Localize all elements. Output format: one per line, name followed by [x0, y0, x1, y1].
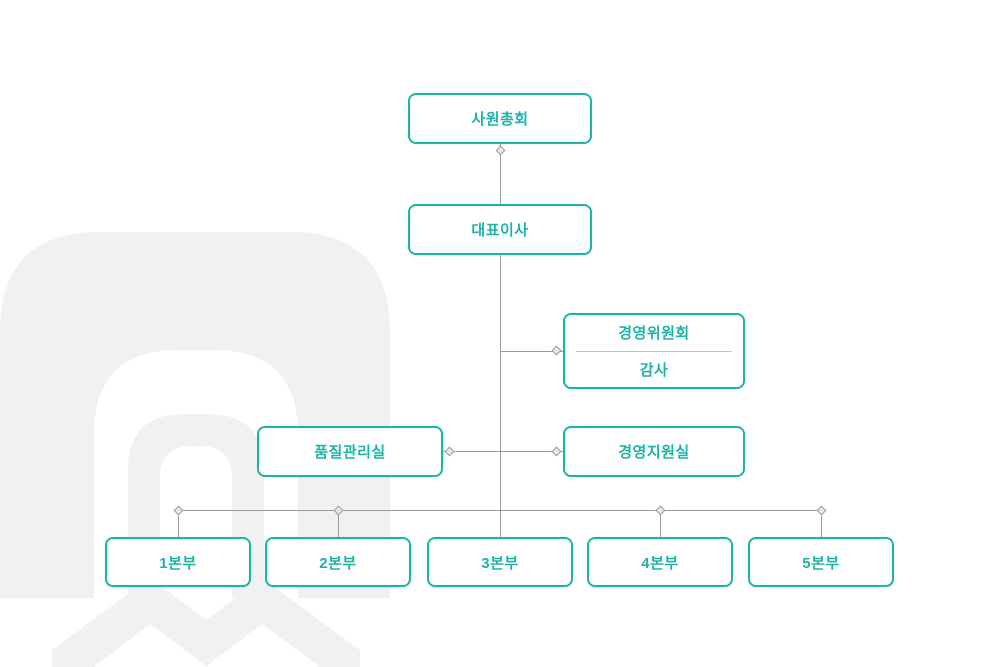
node-label: 5본부: [802, 554, 840, 572]
node-label: 품질관리실: [314, 444, 386, 461]
node-committee-audit: 경영위원회 감사: [563, 313, 745, 389]
junction-diamond: [551, 446, 562, 457]
connector-divisions-bus: [178, 510, 821, 511]
junction-diamond: [444, 446, 455, 457]
node-division3: 3본부: [427, 537, 573, 587]
node-label: 대표이사: [471, 222, 529, 239]
node-label: 3본부: [481, 554, 519, 572]
junction-diamond: [816, 505, 827, 516]
node-label: 경영지원실: [618, 444, 690, 461]
connector-quality-support: [443, 451, 563, 452]
node-general-meeting: 사원총회: [408, 93, 592, 144]
node-quality-office: 품질관리실: [257, 426, 443, 477]
node-division1: 1본부: [105, 537, 251, 587]
junction-diamond: [495, 145, 506, 156]
node-division4: 4본부: [587, 537, 733, 587]
node-division5: 5본부: [748, 537, 894, 587]
junction-diamond: [173, 505, 184, 516]
junction-diamond: [333, 505, 344, 516]
node-label: 2본부: [319, 554, 357, 572]
node-support-office: 경영지원실: [563, 426, 745, 477]
connector-trunk: [500, 255, 501, 537]
node-division2: 2본부: [265, 537, 411, 587]
connector-to-committee: [500, 351, 563, 352]
node-ceo: 대표이사: [408, 204, 592, 255]
node-label: 1본부: [159, 554, 197, 572]
node-label: 사원총회: [471, 111, 529, 128]
junction-diamond: [551, 345, 562, 356]
node-label: 경영위원회: [618, 325, 690, 343]
junction-diamond: [655, 505, 666, 516]
node-label: 4본부: [641, 554, 679, 572]
node-label: 감사: [639, 361, 669, 379]
connector-drop-division4: [660, 510, 661, 537]
connector-drop-division5: [821, 510, 822, 537]
connector-meeting-ceo: [500, 144, 501, 204]
node-divider: [575, 350, 733, 352]
